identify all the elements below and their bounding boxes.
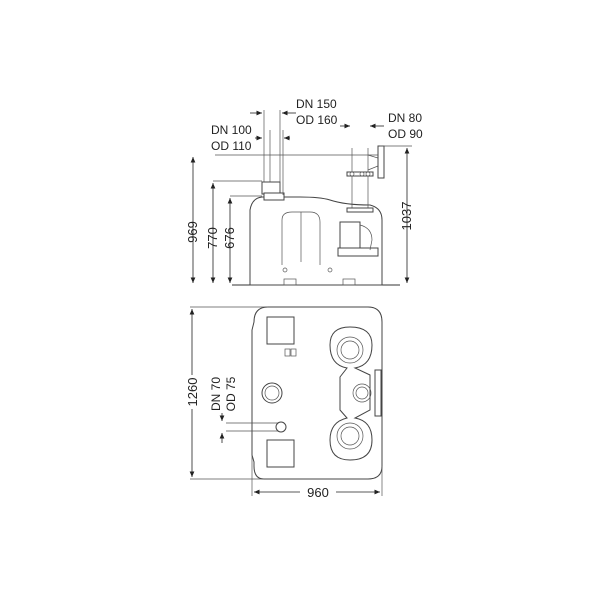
inspection-cover-bottom: [266, 439, 295, 468]
height-770-label: 770: [205, 227, 220, 249]
inlet-od160-label: OD 160: [296, 113, 338, 127]
height-969-label: 969: [185, 221, 200, 243]
pump-motor: [339, 221, 361, 251]
inlet-od110-label: OD 110: [211, 139, 252, 153]
outlet-flange: [377, 145, 385, 179]
discharge-flange: [374, 369, 382, 417]
length-1260-label: 1260: [185, 378, 200, 407]
inlet-dn100-label: DN 100: [211, 123, 252, 137]
inlet-dn150-label: DN 150: [296, 97, 337, 111]
top-view: 960 1260 DN 70 OD 75: [184, 306, 383, 500]
height-1037-label: 1037: [399, 202, 414, 231]
vent-od75-label: OD 75: [224, 376, 238, 411]
width-960-label: 960: [307, 485, 329, 500]
height-676-label: 676: [222, 227, 237, 249]
side-view: DN 150 OD 160 DN 100 OD 110 DN 80 OD 90 …: [185, 97, 423, 286]
vent-dn70-label: DN 70: [209, 377, 223, 411]
outlet-od90-label: OD 90: [388, 127, 423, 141]
tank-body: [249, 196, 383, 286]
inlet-socket: [261, 181, 281, 195]
outlet-dn80-label: DN 80: [388, 111, 422, 125]
inspection-cover-top: [266, 316, 295, 345]
